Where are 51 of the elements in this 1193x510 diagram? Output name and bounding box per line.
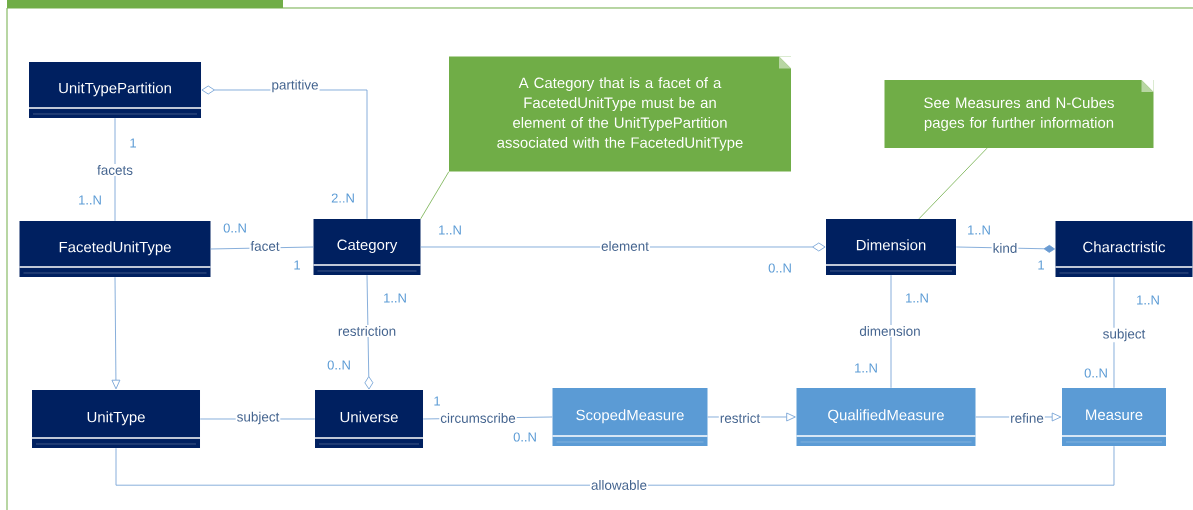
class-box: QualifiedMeasure <box>795 388 977 446</box>
class-box: Measure <box>1061 388 1167 446</box>
association-line <box>364 274 374 390</box>
edge-label: restrict <box>718 412 762 424</box>
multiplicity-label: 1 <box>434 396 440 406</box>
association-line <box>114 117 116 222</box>
multiplicity-label: 1..N <box>906 293 928 303</box>
multiplicity-label: 1 <box>130 138 136 148</box>
multiplicity-label: 2..N <box>331 193 354 203</box>
association-line <box>115 445 1115 486</box>
edge-label: kind <box>991 242 1019 254</box>
edge-label: refine <box>1009 412 1045 424</box>
multiplicity-label: 1 <box>294 260 300 270</box>
edge-label: dimension <box>858 325 922 337</box>
multiplicity-label: 1..N <box>384 293 406 303</box>
note-box: See Measures and N-Cubes pages for further information <box>884 80 1154 148</box>
edge-label: element <box>600 240 650 252</box>
class-box: UnitTypePartition <box>28 62 202 118</box>
class-box: FacetedUnitType <box>18 221 212 277</box>
edge-label: restriction <box>336 325 398 337</box>
multiplicity-label: 1..N <box>1137 295 1159 305</box>
class-box: Universe <box>314 390 424 448</box>
leader-line <box>918 147 988 220</box>
edge-label: facet <box>249 240 281 252</box>
class-box: Category <box>312 219 422 275</box>
multiplicity-label: 0..N <box>223 223 246 233</box>
edge-label: partitive <box>270 78 320 94</box>
multiplicity-label: 0..N <box>768 263 791 273</box>
association-line <box>890 274 892 389</box>
class-box: ScopedMeasure <box>551 388 709 446</box>
edge-label: allowable <box>589 479 649 491</box>
arrow <box>111 276 121 390</box>
multiplicity-label: 0..N <box>513 432 536 442</box>
multiplicity-label: 1 <box>1038 260 1044 270</box>
note-box: A Category that is a facet of a FacetedUnitType must be an element of the UnitTypePartition associated with the FacetedUnitType <box>449 56 791 172</box>
edge-label: subject <box>1101 327 1147 343</box>
edge-label: facets <box>96 164 134 176</box>
class-box: UnitType <box>31 390 201 448</box>
multiplicity-label: 0..N <box>327 360 350 370</box>
multiplicity-label: 0..N <box>1084 368 1107 378</box>
multiplicity-label: 1..N <box>79 195 101 205</box>
multiplicity-label: 1..N <box>968 225 990 235</box>
multiplicity-label: 1..N <box>439 225 461 235</box>
association-line <box>1113 276 1115 389</box>
multiplicity-label: 1..N <box>855 363 877 373</box>
edge-label: subject <box>235 410 281 426</box>
leader-line <box>420 171 450 220</box>
association-line <box>420 242 826 252</box>
class-box: Charactristic <box>1054 221 1193 277</box>
class-box: Dimension <box>825 219 957 275</box>
edge-label: circumscribe <box>439 412 517 424</box>
